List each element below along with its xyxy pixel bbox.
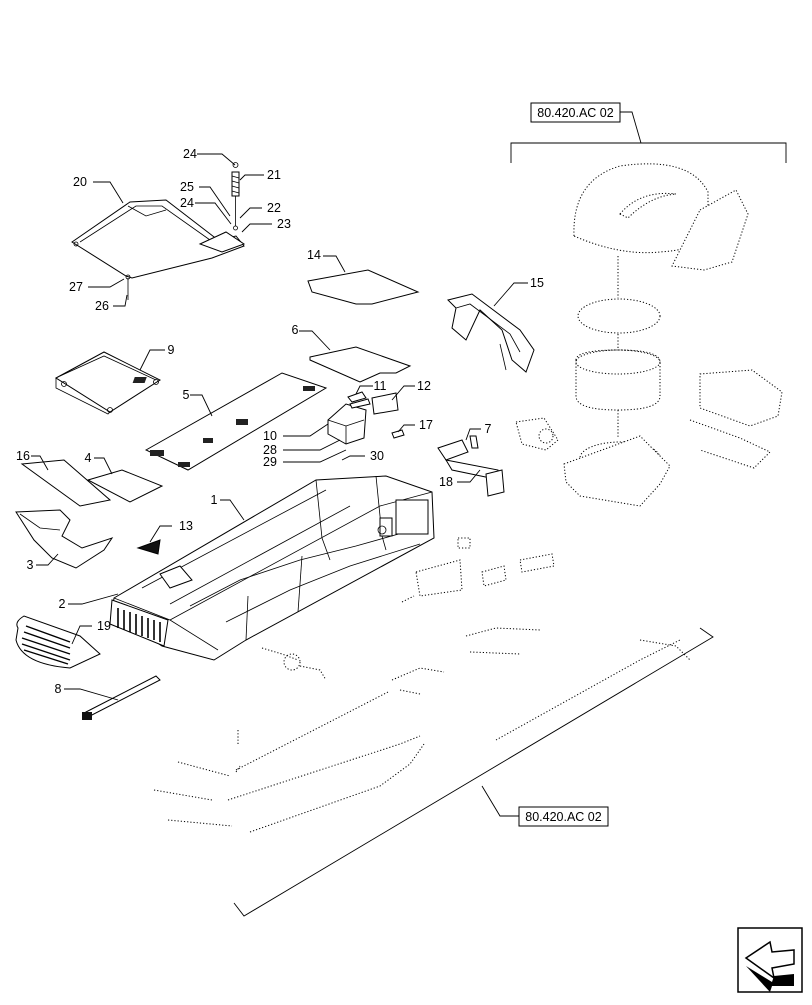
reference-assembly-top <box>515 163 783 507</box>
callout-24a[interactable]: 24 <box>183 147 197 161</box>
part-3-hood <box>15 509 114 569</box>
callout-13[interactable]: 13 <box>179 519 193 533</box>
callout-17[interactable]: 17 <box>419 418 433 432</box>
callout-15[interactable]: 15 <box>530 276 544 290</box>
part-15-guard <box>447 293 535 373</box>
callout-12[interactable]: 12 <box>417 379 431 393</box>
reference-label-bottom[interactable]: 80.420.AC 02 <box>525 810 601 824</box>
callout-3[interactable]: 3 <box>27 558 34 572</box>
leader-lines <box>31 153 528 701</box>
part-5-floor-panel <box>132 372 328 471</box>
callout-1[interactable]: 1 <box>211 493 218 507</box>
part-6-panel <box>309 346 412 383</box>
callout-26[interactable]: 26 <box>95 299 109 313</box>
callout-23[interactable]: 23 <box>277 217 291 231</box>
callout-27[interactable]: 27 <box>69 280 83 294</box>
callout-9[interactable]: 9 <box>168 343 175 357</box>
callout-11[interactable]: 11 <box>374 379 387 393</box>
part-11-strip <box>347 391 371 409</box>
part-1-chassis-frame <box>111 475 435 661</box>
reference-group-top: 80.420.AC 02 <box>510 102 787 163</box>
reference-group-bottom: 80.420.AC 02 <box>233 627 714 917</box>
reference-label-top[interactable]: 80.420.AC 02 <box>537 106 613 120</box>
part-16-deflector <box>20 459 112 507</box>
callout-22[interactable]: 22 <box>267 201 281 215</box>
callout-19[interactable]: 19 <box>97 619 111 633</box>
part-7-bracket <box>437 435 505 497</box>
callout-6[interactable]: 6 <box>292 323 299 337</box>
arrow-return-icon[interactable] <box>737 927 803 993</box>
part-8-rod <box>82 675 161 720</box>
callout-14[interactable]: 14 <box>307 248 321 262</box>
callout-8[interactable]: 8 <box>55 682 62 696</box>
callout-20[interactable]: 20 <box>73 175 87 189</box>
callout-18[interactable]: 18 <box>439 475 453 489</box>
callout-5[interactable]: 5 <box>183 388 190 402</box>
part-19-screen <box>15 615 101 669</box>
callout-30[interactable]: 30 <box>370 449 384 463</box>
part-4-plate <box>86 469 164 503</box>
part-13-sticker <box>136 539 161 555</box>
callout-10[interactable]: 10 <box>263 429 277 443</box>
callout-28[interactable]: 28 <box>263 443 277 457</box>
callout-29[interactable]: 29 <box>263 455 277 469</box>
reference-assembly-bottom <box>153 537 691 833</box>
callout-2[interactable]: 2 <box>59 597 66 611</box>
part-17-clip <box>391 429 405 439</box>
part-20-cover <box>71 199 246 300</box>
part-12-bracket <box>371 392 399 415</box>
part-2-front-grille <box>109 599 169 647</box>
part-10-hopper <box>327 403 367 445</box>
part-14-panel <box>307 269 420 305</box>
part-9-tray <box>55 351 162 415</box>
part-21-spring <box>231 162 240 231</box>
callout-7[interactable]: 7 <box>485 422 492 436</box>
callout-4[interactable]: 4 <box>85 451 92 465</box>
callout-25[interactable]: 25 <box>180 180 194 194</box>
callout-24b[interactable]: 24 <box>180 196 194 210</box>
callout-21[interactable]: 21 <box>267 168 281 182</box>
callout-labels: 24 21 25 24 22 23 20 27 26 14 15 6 9 5 1… <box>16 147 544 696</box>
callout-16[interactable]: 16 <box>16 449 30 463</box>
